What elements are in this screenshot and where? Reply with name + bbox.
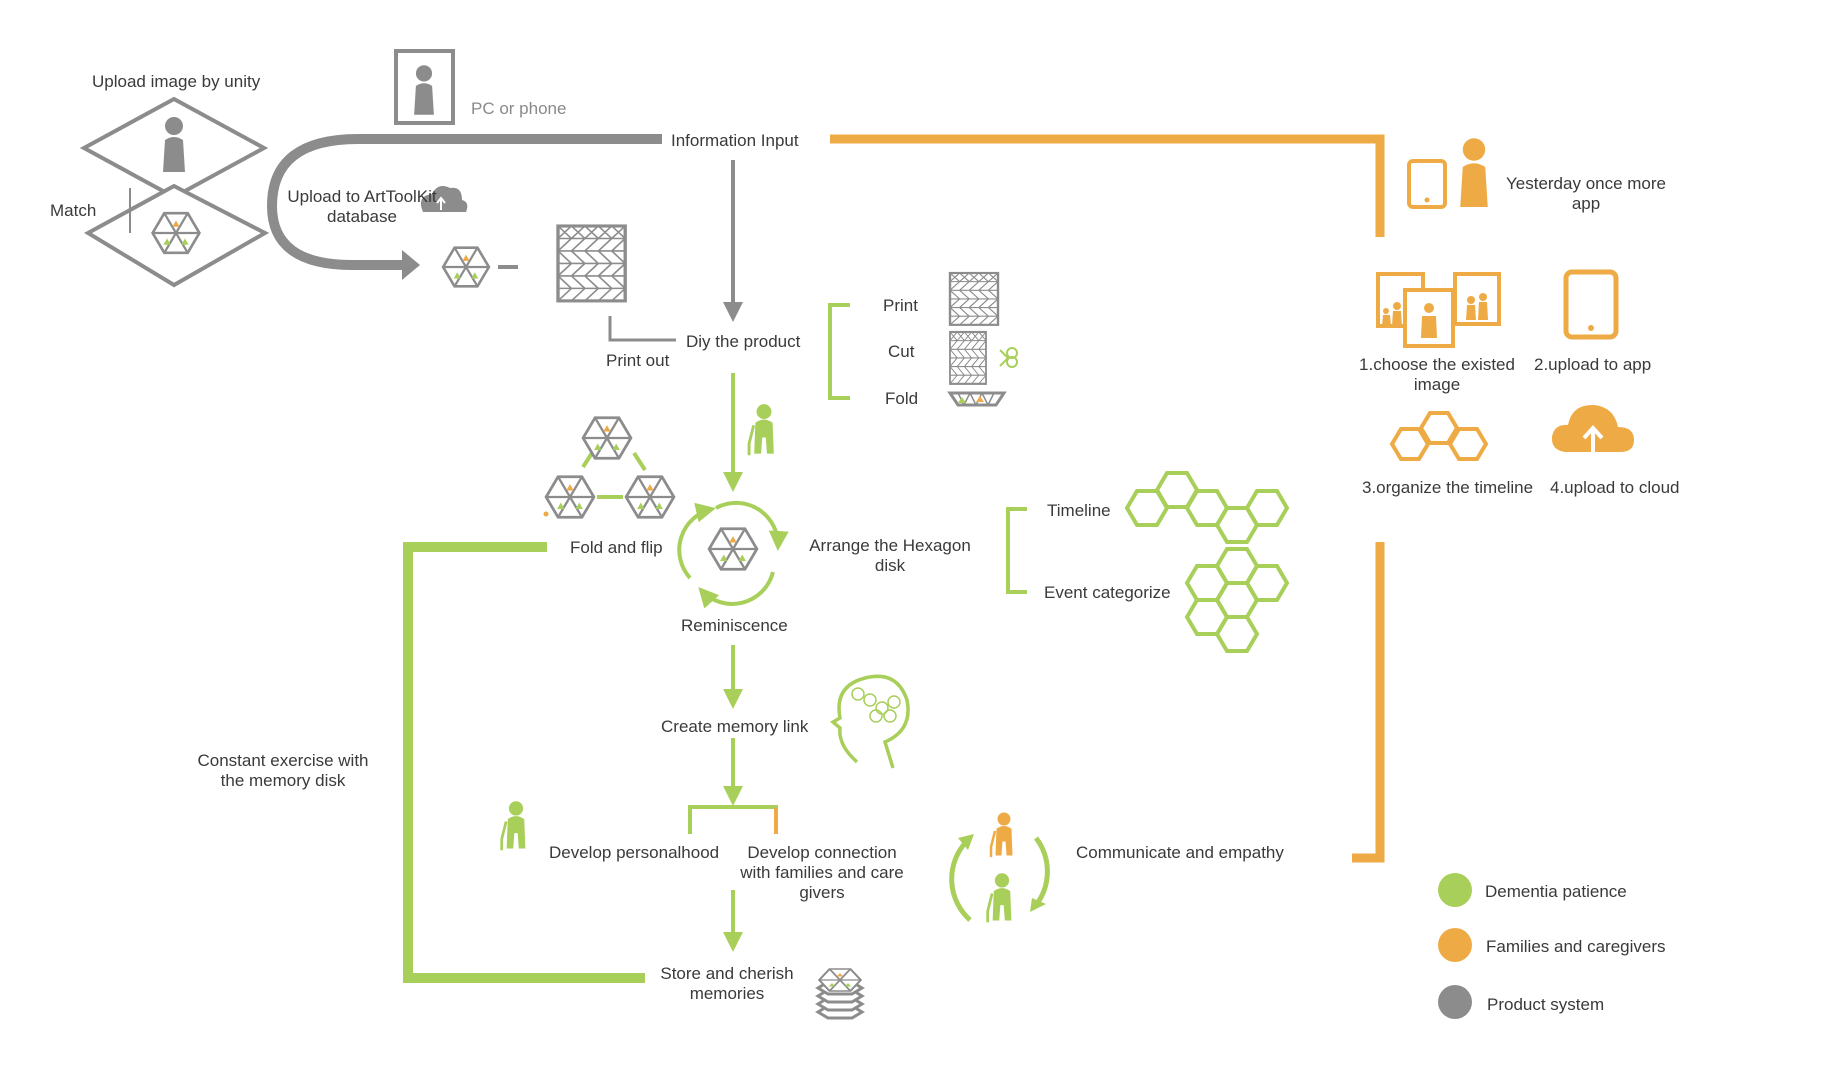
legend-label-family: Families and caregivers: [1486, 937, 1666, 956]
label-upload-image: Upload image by unity: [92, 72, 261, 91]
photos-icon: [1376, 272, 1501, 348]
label-step4: 4.upload to cloud: [1550, 478, 1680, 497]
upload-connector: [266, 134, 662, 270]
fold-strip-icon: [947, 391, 1007, 407]
elder-personalhood-icon: [500, 800, 527, 852]
label-step1: 1.choose the existed image: [1359, 355, 1515, 394]
scissors-icon: [999, 347, 1018, 368]
label-reminiscence: Reminiscence: [681, 616, 788, 635]
upload-tablet-icon: [1563, 269, 1619, 340]
communicate-cycle-icon: [949, 811, 1050, 924]
reminiscence-cycle-icon: [677, 500, 789, 609]
event-hex-icon: [1185, 547, 1289, 653]
organize-timeline-hex-icon: [1390, 411, 1488, 461]
hex-disk-icon: [441, 246, 491, 288]
label-diy: Diy the product: [686, 332, 801, 351]
photo-frame-icon: [394, 49, 455, 125]
cloud-upload-icon: [420, 186, 468, 212]
label-print: Print: [883, 296, 918, 315]
label-store: Store and cherish memories: [660, 964, 794, 1003]
label-connection: Develop connection with families and car…: [740, 843, 904, 902]
label-timeline: Timeline: [1047, 501, 1111, 520]
label-event-categorize: Event categorize: [1044, 583, 1171, 602]
photo-person-icon: [414, 65, 434, 115]
upload-cloud-icon: [1551, 404, 1634, 452]
label-yesterday-app: Yesterday once more app: [1505, 174, 1667, 213]
legend-label-patient: Dementia patience: [1485, 882, 1627, 901]
diy-steps-bracket: [828, 303, 850, 400]
label-cut: Cut: [888, 342, 915, 361]
elder-patient-icon: [747, 403, 775, 457]
split-bracket: [688, 805, 778, 834]
label-print-out: Print out: [606, 351, 670, 370]
legend-label-product: Product system: [1487, 995, 1605, 1014]
printout-connector: [608, 316, 676, 342]
brain-head-icon: [829, 674, 910, 769]
arrange-bracket: [1006, 507, 1027, 594]
legend-dot-product: [1438, 985, 1472, 1019]
label-arrange: Arrange the Hexagon disk: [809, 536, 971, 575]
label-information-input: Information Input: [671, 131, 799, 150]
print-grid-icon: [948, 271, 1000, 327]
legend-dot-patient: [1438, 873, 1472, 907]
label-fold-flip: Fold and flip: [570, 538, 663, 557]
tablet-icon: [1407, 159, 1447, 209]
triangle-grid-icon: [556, 224, 627, 303]
label-step2: 2.upload to app: [1534, 355, 1652, 374]
label-fold: Fold: [885, 389, 919, 408]
label-constant-exercise: Constant exercise with the memory disk: [197, 751, 369, 790]
cut-grid-icon: [948, 330, 988, 385]
label-match: Match: [50, 201, 97, 220]
family-person-icon: [1460, 138, 1488, 207]
families-bracket: [830, 134, 1385, 863]
exercise-loop: [403, 542, 645, 983]
person-icon: [163, 117, 185, 172]
stacked-disks-icon: [815, 967, 865, 1020]
timeline-hex-icon: [1125, 471, 1289, 544]
label-pc-phone: PC or phone: [471, 99, 567, 118]
label-personalhood: Develop personalhood: [549, 843, 720, 862]
label-step3: 3.organize the timeline: [1362, 478, 1534, 497]
label-upload-artoolkit: Upload to ArtToolKit database: [287, 187, 437, 226]
upload-arrowhead: [402, 250, 420, 280]
label-memory-link: Create memory link: [661, 717, 809, 736]
fold-flip-icon: [543, 416, 676, 519]
hex-marker-icon: [151, 211, 201, 255]
legend-dot-family: [1438, 928, 1472, 962]
label-communicate: Communicate and empathy: [1076, 843, 1284, 862]
